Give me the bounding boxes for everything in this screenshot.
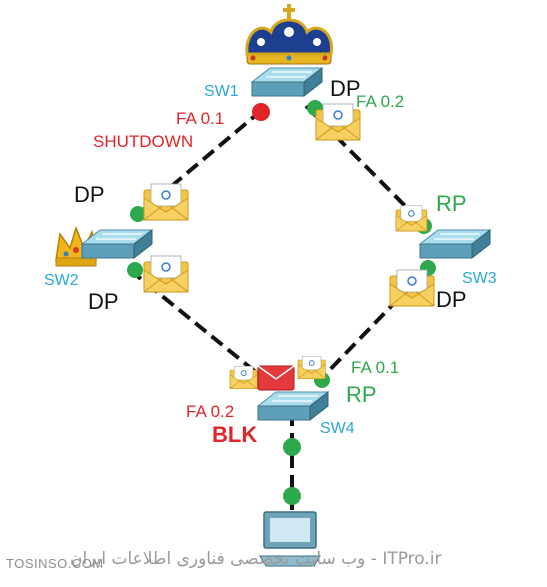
sw2-dp-top-label: DP — [74, 182, 105, 207]
envelope-icon — [389, 269, 435, 307]
switch-sw4-icon[interactable] — [257, 391, 329, 421]
port-sw4-down-dot — [283, 438, 301, 456]
sw1-fa01-label: FA 0.1 — [176, 109, 224, 128]
sw4-label: SW4 — [320, 420, 355, 437]
sw3-dp-label: DP — [436, 287, 467, 312]
sw3-label: SW3 — [462, 270, 497, 287]
sw4-rp-label: RP — [346, 382, 377, 407]
crown-icon — [245, 4, 334, 65]
envelope-icon — [143, 183, 189, 221]
pc-icon[interactable] — [259, 511, 321, 567]
sw4-fa02-label: FA 0.2 — [186, 402, 234, 421]
watermark-right: ITPro.ir - وب سایت تخصصی فناوری اطلاعات … — [70, 549, 442, 569]
switch-sw3-icon[interactable] — [419, 229, 491, 259]
sw3-rp-label: RP — [436, 191, 467, 216]
port-sw2-top-dot — [130, 206, 146, 222]
sw1-shutdown-label: SHUTDOWN — [93, 132, 193, 151]
envelope-icon — [143, 255, 189, 293]
sw4-blk-label: BLK — [212, 422, 257, 447]
port-pc-dot — [283, 487, 301, 505]
switch-sw1-icon[interactable] — [251, 67, 323, 97]
envelope-icon — [297, 355, 326, 380]
sw1-label: SW1 — [204, 83, 239, 100]
port-sw2-bottom-dot — [127, 262, 143, 278]
watermark-left: TOSINSO.COM — [6, 556, 104, 571]
sw4-fa01-label: FA 0.1 — [351, 358, 399, 377]
envelope-red-icon — [257, 365, 295, 391]
envelope-icon — [395, 205, 428, 232]
sw1-fa02-label: FA 0.2 — [356, 92, 404, 111]
sw2-label: SW2 — [44, 272, 79, 289]
sw2-dp-bottom-label: DP — [88, 289, 119, 314]
port-sw1-fa01-dot — [252, 103, 270, 121]
envelope-icon — [315, 103, 361, 141]
sw1-dp-label: DP — [330, 76, 361, 101]
